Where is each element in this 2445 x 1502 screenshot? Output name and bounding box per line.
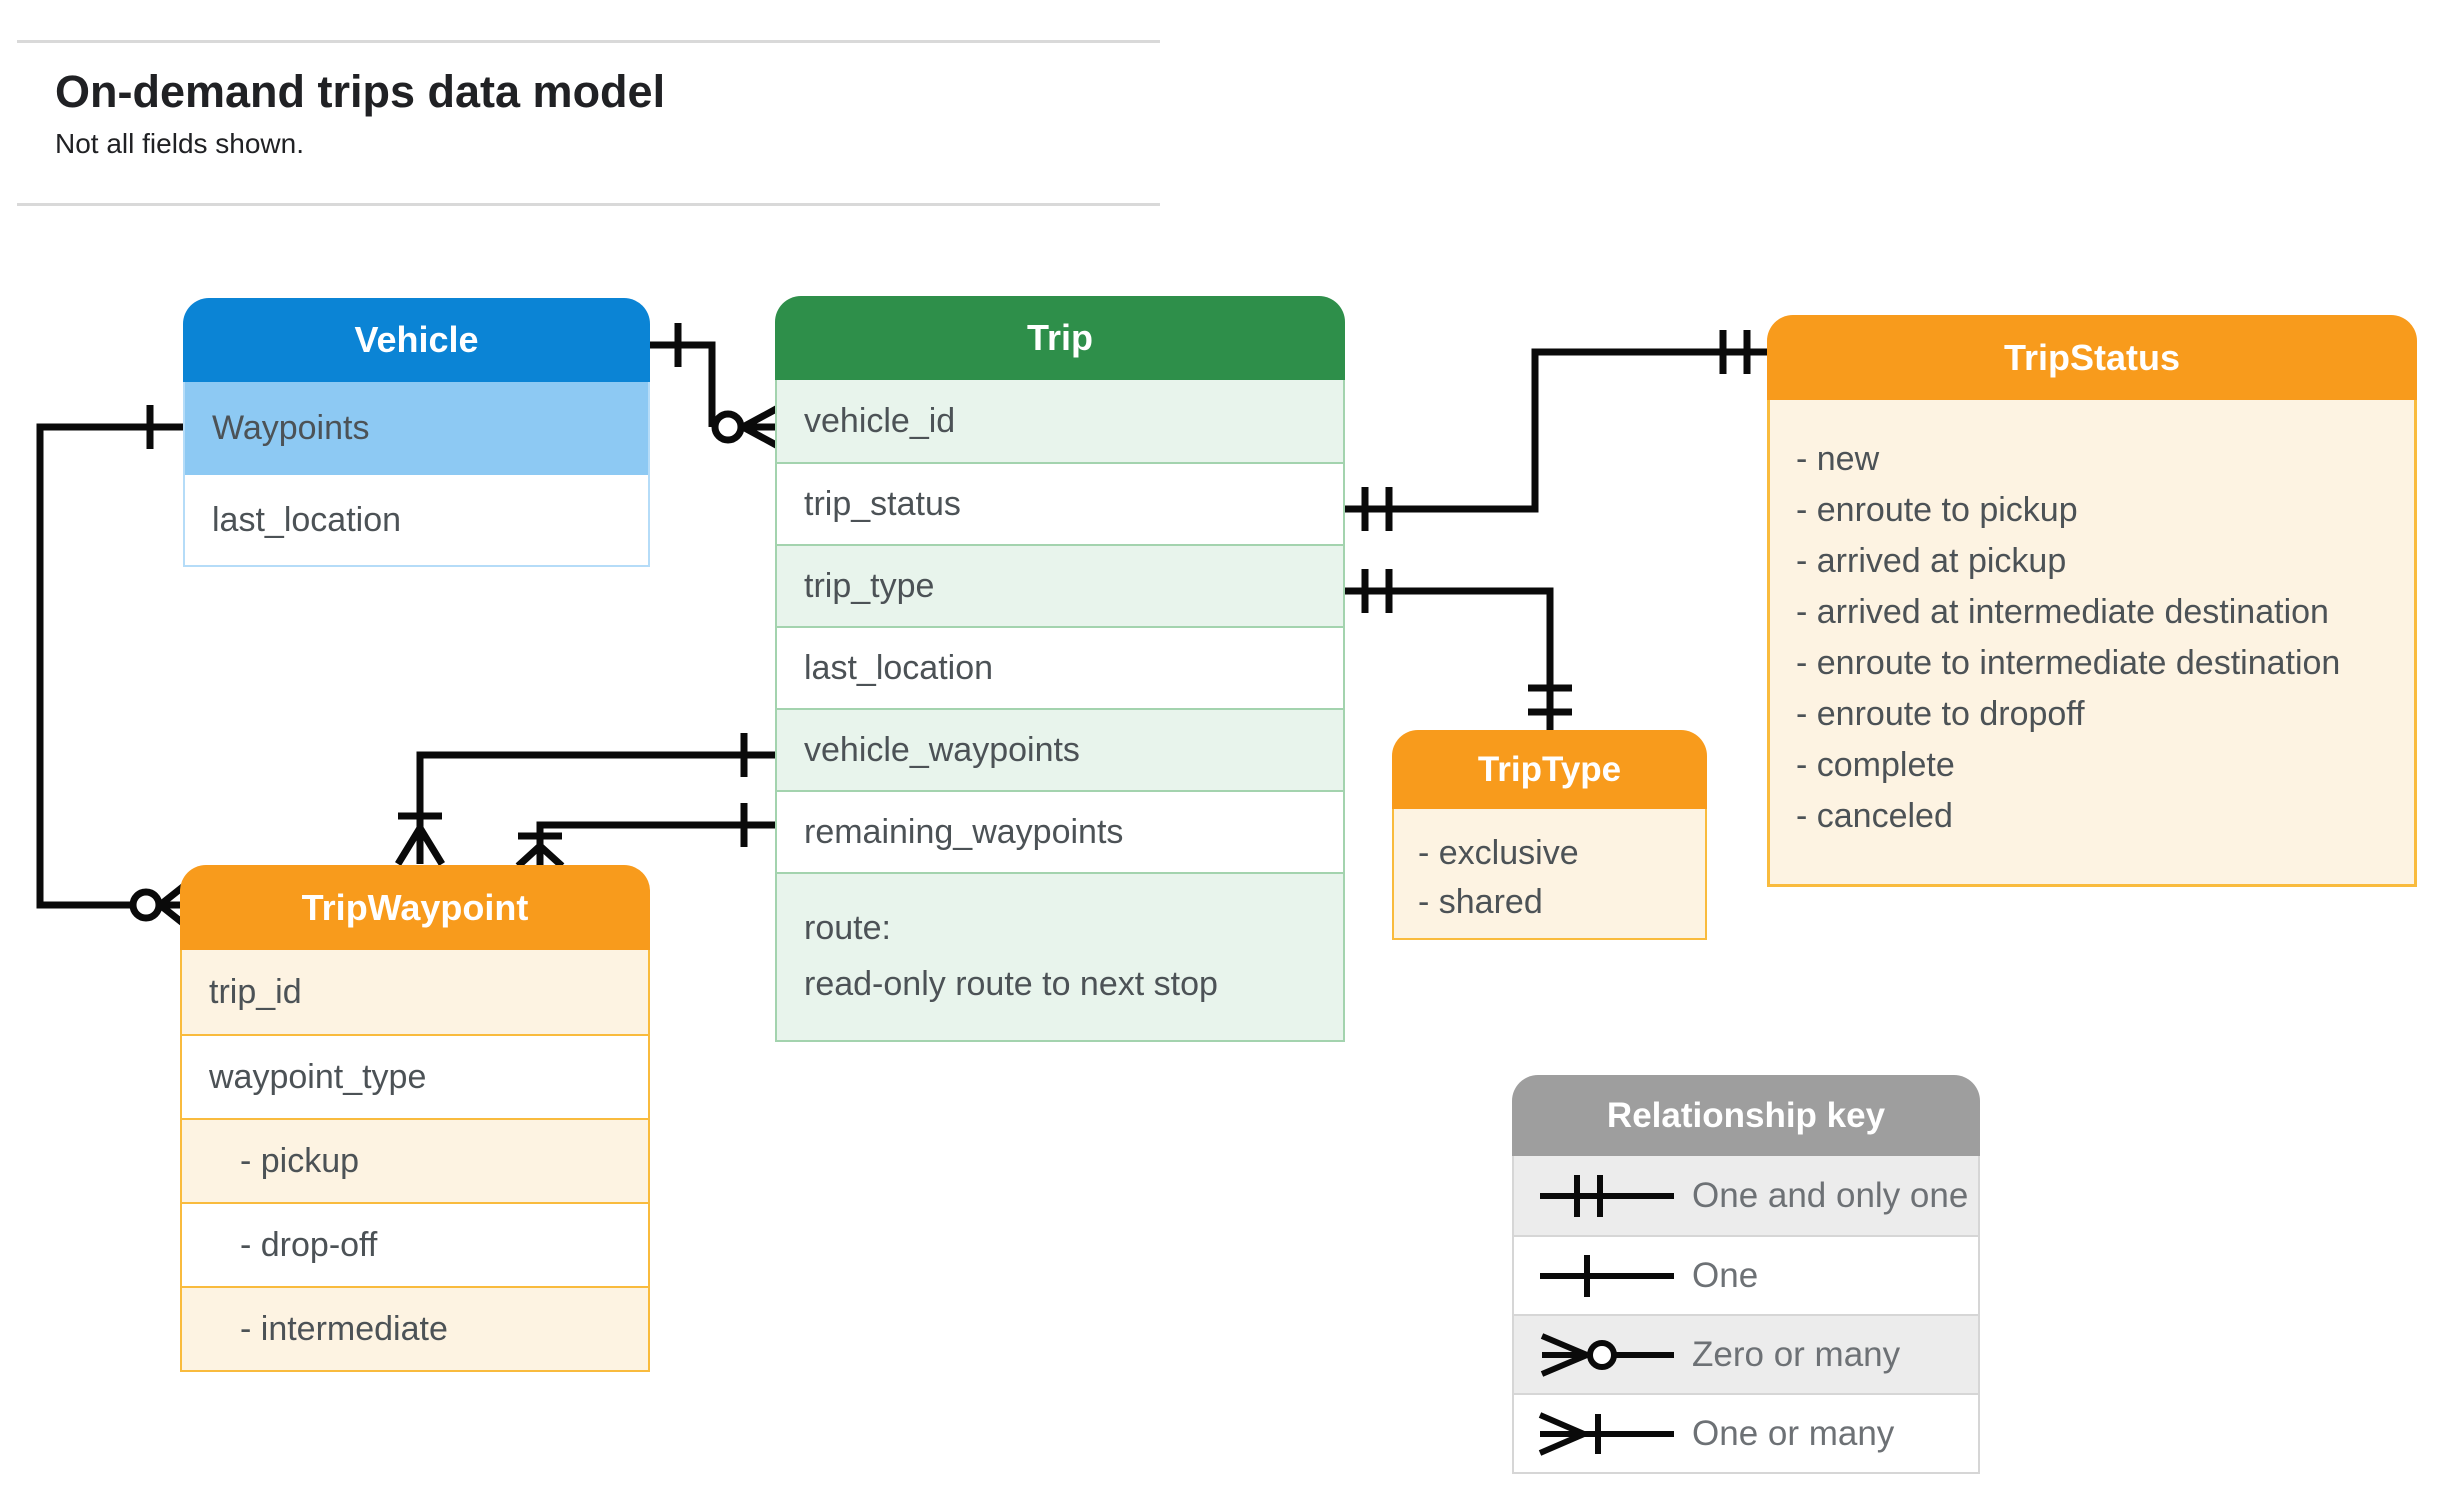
entity-trip-waypoint: TripWaypoint trip_id waypoint_type - pic…	[180, 865, 650, 1372]
trip-waypoint-value-intermediate: - intermediate	[182, 1286, 648, 1370]
trip-route-label: route:	[804, 909, 891, 947]
trip-waypoint-header: TripWaypoint	[180, 865, 650, 950]
one-symbol	[1540, 1254, 1674, 1297]
trip-status-value-arrived-at-intermediate-destination: - arrived at intermediate destination	[1796, 593, 2329, 631]
entity-vehicle: Vehicle Waypoints last_location	[183, 298, 650, 567]
trip-type-header: TripType	[1392, 730, 1707, 809]
connector-remaining-waypoints-field-to-tripwaypoint	[515, 803, 775, 869]
trip-field-last-location: last_location	[777, 626, 1343, 708]
legend-row-one: One	[1514, 1235, 1978, 1314]
connector-vehicle-waypoints-field-to-tripwaypoint	[395, 733, 775, 866]
connector-vehicle-waypoints-to-tripwaypoint	[36, 405, 187, 927]
trip-status-value-canceled: - canceled	[1796, 797, 1953, 835]
one-or-many-symbol	[1538, 1411, 1674, 1456]
trip-field-route: route: read-only route to next stop	[777, 872, 1343, 1040]
trip-waypoint-field-trip-id: trip_id	[182, 950, 648, 1034]
trip-status-value-enroute-to-intermediate-destination: - enroute to intermediate destination	[1796, 644, 2341, 682]
relationship-key-header: Relationship key	[1512, 1075, 1980, 1156]
vehicle-field-waypoints: Waypoints	[185, 382, 648, 475]
trip-route-description: read-only route to next stop	[804, 965, 1218, 1003]
trip-waypoint-field-waypoint-type: waypoint_type	[182, 1034, 648, 1118]
legend-label: One or many	[1692, 1413, 1895, 1453]
connector-trip-status-to-tripstatus	[1345, 330, 1767, 531]
legend-label: One and only one	[1692, 1175, 1969, 1215]
zero-or-many-symbol	[1540, 1332, 1674, 1377]
legend-label: One	[1692, 1255, 1759, 1295]
legend-row-zero-or-many: Zero or many	[1514, 1314, 1978, 1393]
trip-field-vehicle-id: vehicle_id	[777, 380, 1343, 462]
vehicle-header: Vehicle	[183, 298, 650, 382]
trip-status-value-arrived-at-pickup: - arrived at pickup	[1796, 542, 2067, 580]
trip-status-header: TripStatus	[1767, 315, 2417, 400]
page-title: On-demand trips data model	[55, 66, 666, 117]
header-divider-rule	[17, 203, 1160, 206]
entity-trip-type: TripType - exclusive - shared	[1392, 730, 1707, 940]
one-and-only-one-symbol	[1540, 1174, 1674, 1217]
trip-status-value-new: - new	[1796, 440, 1880, 478]
trip-field-trip-type: trip_type	[777, 544, 1343, 626]
legend-row-one-or-many: One or many	[1514, 1393, 1978, 1472]
entity-trip: Trip vehicle_id trip_status trip_type la…	[775, 296, 1345, 1042]
trip-field-trip-status: trip_status	[777, 462, 1343, 544]
legend-row-one-and-only-one: One and only one	[1514, 1156, 1978, 1235]
trip-field-vehicle-waypoints: vehicle_waypoints	[777, 708, 1343, 790]
relationship-key: Relationship key One and only one One	[1512, 1075, 1980, 1474]
top-rule	[17, 40, 1160, 43]
trip-header: Trip	[775, 296, 1345, 380]
entity-trip-status: TripStatus - new - enroute to pickup - a…	[1767, 315, 2417, 887]
connector-vehicle-to-trip	[650, 323, 780, 450]
trip-waypoint-value-drop-off: - drop-off	[182, 1202, 648, 1286]
trip-waypoint-value-pickup: - pickup	[182, 1118, 648, 1202]
legend-label: Zero or many	[1692, 1334, 1901, 1374]
page-subtitle: Not all fields shown.	[55, 128, 305, 159]
vehicle-field-last-location: last_location	[185, 475, 648, 565]
trip-field-remaining-waypoints: remaining_waypoints	[777, 790, 1343, 872]
trip-type-value-shared: - shared	[1418, 883, 1543, 921]
connector-trip-type-to-triptype	[1345, 569, 1572, 730]
trip-type-value-exclusive: - exclusive	[1418, 834, 1579, 872]
trip-status-value-enroute-to-pickup: - enroute to pickup	[1796, 491, 2078, 529]
trip-status-value-complete: - complete	[1796, 746, 1955, 784]
trip-status-value-enroute-to-dropoff: - enroute to dropoff	[1796, 695, 2085, 733]
